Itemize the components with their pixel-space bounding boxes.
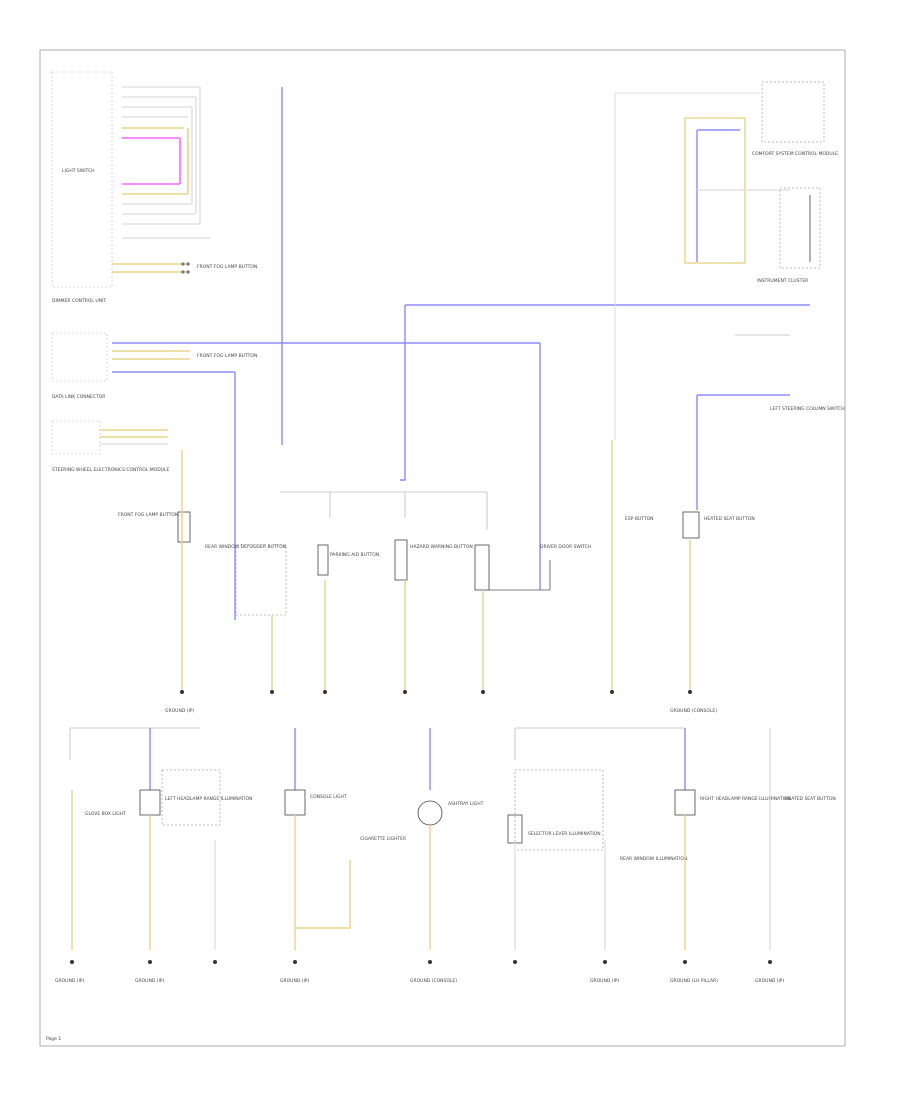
blue-wires (234, 87, 810, 620)
parking-aid-label: PARKING AID BUTTON (330, 552, 379, 558)
dimmer-pins (112, 342, 540, 373)
lh-steering-col-label: LEFT STEERING COLUMN SWITCH (770, 406, 845, 412)
bottom-drops (71, 728, 771, 950)
ground-ip-label-3: GROUND (IP) (135, 978, 165, 984)
diagram-frame (39, 49, 846, 1047)
front-fog-button-ref: FRONT FOG LAMP BUTTON (197, 264, 257, 270)
rear-defogger-label: REAR WINDOW DEFOGGER BUTTON (205, 544, 286, 550)
middle-drops (181, 440, 691, 690)
top-right-block (614, 81, 825, 440)
left-illum-label: LEFT HEADLAMP RANGE ILLUMINATION (165, 796, 252, 802)
bottom-boxes (139, 769, 696, 851)
instrument-cluster-label: INSTRUMENT CLUSTER (757, 278, 808, 284)
dimmer-pin-ref: FRONT FOG LAMP BUTTON (197, 353, 257, 359)
shift-illum-label: SELECTOR LEVER ILLUMINATION (528, 831, 601, 837)
esp-button-label: ESP BUTTON (625, 516, 654, 522)
heated-seat-bottom-label: HEATED SEAT BUTTON (785, 796, 836, 802)
light-switch-pin-dots (181, 262, 190, 274)
hazard-button-label: HAZARD WARNING BUTTON (410, 544, 473, 550)
console-light-label: CONSOLE LIGHT (310, 794, 347, 800)
glove-box-label: GLOVE BOX LIGHT (85, 811, 126, 817)
front-fog-button-label: FRONT FOG LAMP BUTTON (118, 512, 178, 518)
bottom-blue-drops (149, 728, 686, 790)
driver-door-label: DRIVER DOOR SWITCH (540, 544, 591, 550)
steering-ctrl-label: STEERING WHEEL ELECTRONICS CONTROL MODUL… (52, 467, 169, 473)
switch-labels: FRONT FOG LAMP BUTTON REAR WINDOW DEFOGG… (118, 512, 755, 558)
dimmer-control-label: DIMMER CONTROL UNIT (52, 298, 106, 304)
right-illum-label: RIGHT HEADLAMP RANGE ILLUMINATION (700, 796, 791, 802)
switch-boxes (177, 511, 700, 616)
ground-lh-pillar-label: GROUND (LH PILLAR) (670, 978, 718, 984)
ground-ip-label-2: GROUND (IP) (55, 978, 85, 984)
rear-window-illum-label: REAR WINDOW ILLUMINATION (620, 856, 687, 862)
ground-ip-label-6: GROUND (IP) (755, 978, 785, 984)
page-number: Page 1 (46, 1036, 61, 1042)
ground-console-label-2: GROUND (CONSOLE) (410, 978, 457, 984)
steering-pins (100, 429, 168, 445)
ground-ip-label-1: GROUND (IP) (165, 708, 195, 714)
ground-ip-label-5: GROUND (IP) (590, 978, 620, 984)
bottom-grounds (70, 960, 772, 964)
comfort-ctrl-label: COMFORT SYSTEM CONTROL MODULE (752, 151, 838, 157)
ashtray-light-label: ASHTRAY LIGHT (448, 801, 484, 807)
heated-seat-label: HEATED SEAT BUTTON (704, 516, 755, 522)
bottom-bus (69, 727, 685, 760)
cigarette-lighter-label: CIGARETTE LIGHTER (360, 836, 406, 842)
ground-ip-label-4: GROUND (IP) (280, 978, 310, 984)
data-link-label: DATA LINK CONNECTOR (52, 394, 105, 400)
middle-bus (280, 491, 488, 530)
light-switch-label: LIGHT SWITCH (62, 168, 95, 174)
ground-console-label-1: GROUND (CONSOLE) (670, 708, 717, 714)
bottom-ground-labels: GROUND (IP) GROUND (IP) GROUND (IP) GROU… (55, 978, 785, 984)
middle-grounds (180, 690, 692, 694)
light-switch-pins (112, 86, 210, 273)
bottom-labels: GLOVE BOX LIGHT LEFT HEADLAMP RANGE ILLU… (85, 794, 836, 862)
